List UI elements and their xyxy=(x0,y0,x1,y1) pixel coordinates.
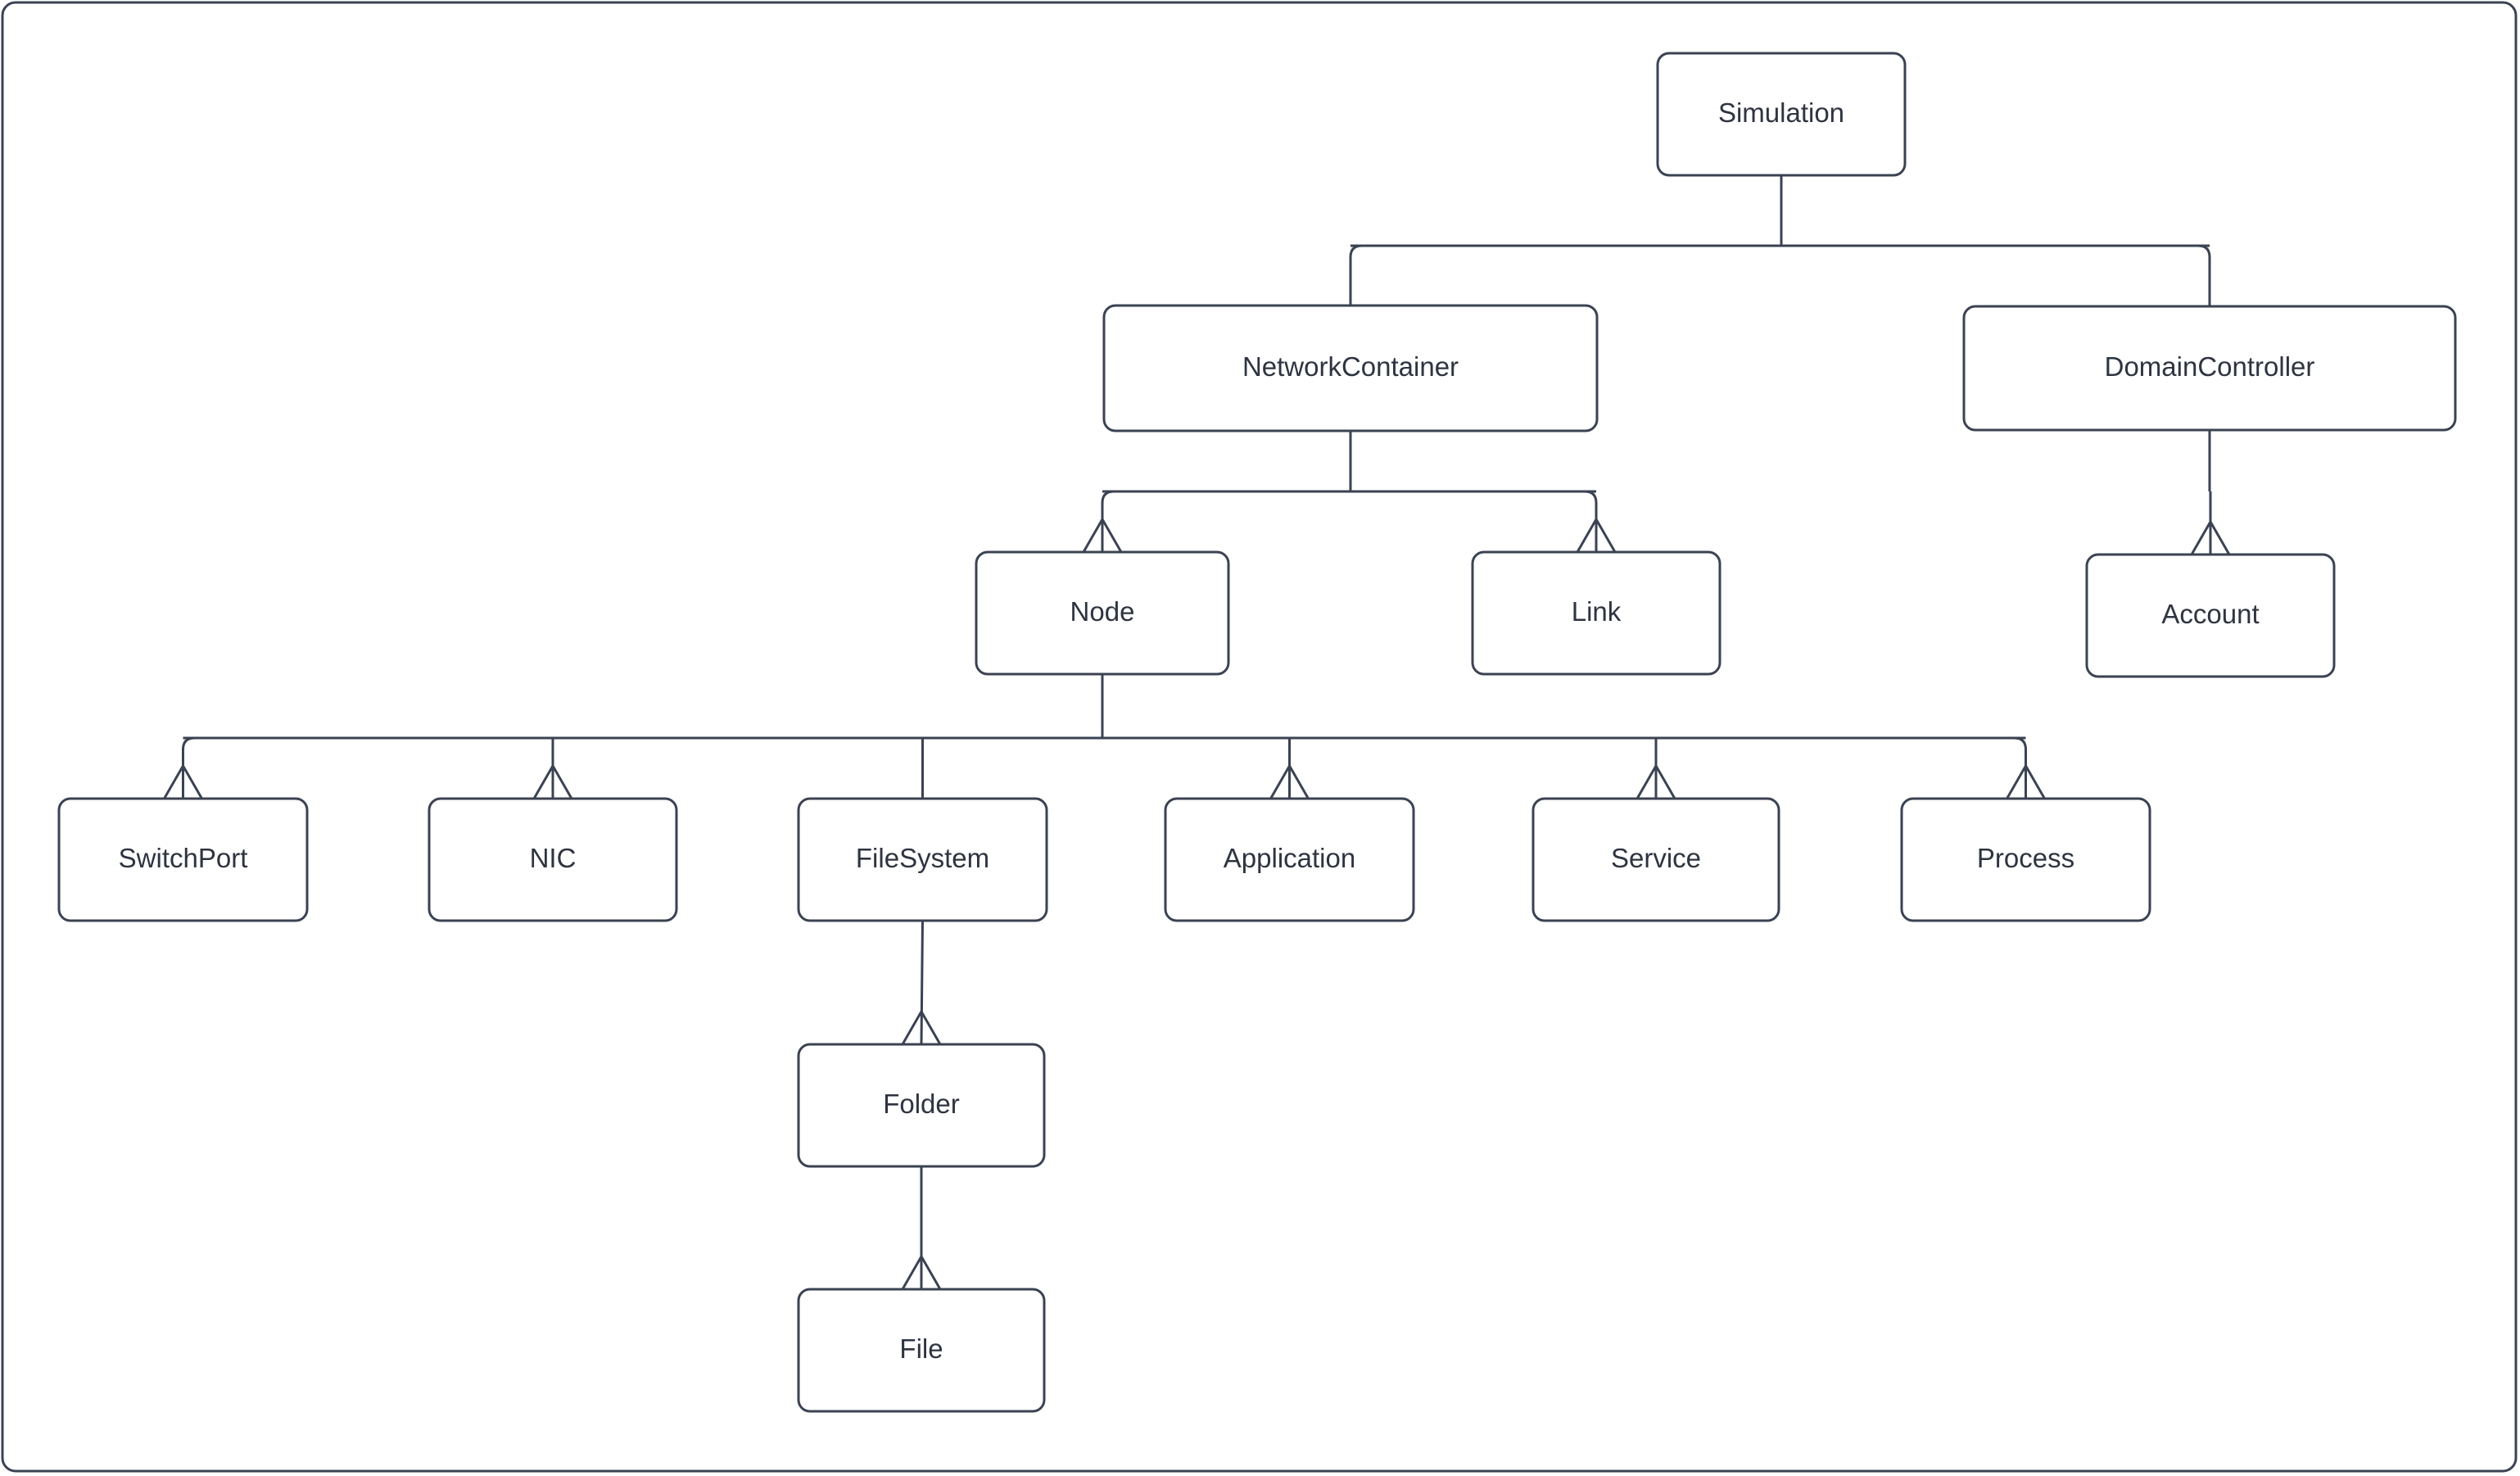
class-box-rect-domaincontroller[interactable] xyxy=(1962,305,2457,432)
generalization-arrow-domaincontroller-to-account xyxy=(2190,518,2231,555)
class-box-label-simulation: Simulation xyxy=(1718,97,1844,128)
class-box-label-nic: NIC xyxy=(530,843,577,873)
class-box-rect-simulation[interactable] xyxy=(1656,52,1907,177)
class-box-nic[interactable]: NIC xyxy=(428,797,678,922)
generalization-arrow-node-to-process xyxy=(2006,763,2046,799)
generalization-arrow-networkcontainer-to-node xyxy=(1082,516,1123,553)
edge-node-to-switchport xyxy=(182,736,195,799)
class-box-domaincontroller[interactable]: DomainController xyxy=(1962,305,2457,432)
class-box-label-switchport: SwitchPort xyxy=(119,843,248,873)
generalization-arrow-networkcontainer-to-link xyxy=(1576,516,1617,553)
generalization-arrow-node-to-application xyxy=(1269,763,1310,799)
class-box-node[interactable]: Node xyxy=(975,550,1230,676)
class-box-simulation[interactable]: Simulation xyxy=(1656,52,1907,177)
generalization-arrow-filesystem-to-folder xyxy=(901,1008,942,1045)
class-box-label-networkcontainer: NetworkContainer xyxy=(1242,351,1459,382)
generalization-arrow-node-to-service xyxy=(1636,763,1676,799)
edge-node-to-process xyxy=(2014,736,2027,799)
class-box-rect-account[interactable] xyxy=(2085,553,2336,678)
class-box-rect-filesystem[interactable] xyxy=(797,797,1048,922)
class-box-rect-folder[interactable] xyxy=(797,1043,1046,1168)
class-box-rect-nic[interactable] xyxy=(428,797,678,922)
edge-networkcontainer-to-link xyxy=(1584,490,1598,552)
class-box-label-application: Application xyxy=(1224,843,1355,873)
class-box-file[interactable]: File xyxy=(797,1288,1046,1413)
class-box-rect-process[interactable] xyxy=(1900,797,2151,922)
class-box-service[interactable]: Service xyxy=(1531,797,1780,922)
class-box-rect-node[interactable] xyxy=(975,550,1230,676)
class-box-label-process: Process xyxy=(1977,843,2074,873)
class-box-process[interactable]: Process xyxy=(1900,797,2151,922)
edge-simulation-to-networkcontainer xyxy=(1349,244,1363,306)
class-box-networkcontainer[interactable]: NetworkContainer xyxy=(1102,304,1599,432)
class-box-application[interactable]: Application xyxy=(1164,797,1415,922)
class-box-folder[interactable]: Folder xyxy=(797,1043,1046,1168)
class-box-rect-switchport[interactable] xyxy=(57,797,309,922)
class-box-rect-service[interactable] xyxy=(1531,797,1780,922)
class-box-rect-file[interactable] xyxy=(797,1288,1046,1413)
class-box-label-folder: Folder xyxy=(883,1089,960,1119)
edge-networkcontainer-to-node xyxy=(1101,490,1115,552)
class-box-label-node: Node xyxy=(1070,596,1135,627)
edges-layer xyxy=(163,175,2231,1290)
edge-filesystem-to-folder xyxy=(920,920,924,1045)
class-box-label-service: Service xyxy=(1611,843,1701,873)
class-box-account[interactable]: Account xyxy=(2085,553,2336,678)
class-box-filesystem[interactable]: FileSystem xyxy=(797,797,1048,922)
class-box-link[interactable]: Link xyxy=(1471,550,1721,676)
class-box-rect-networkcontainer[interactable] xyxy=(1102,304,1599,432)
generalization-arrow-folder-to-file xyxy=(901,1253,942,1290)
class-box-label-domaincontroller: DomainController xyxy=(2105,351,2315,382)
generalization-arrow-node-to-switchport xyxy=(163,763,203,799)
class-box-label-account: Account xyxy=(2161,599,2259,629)
class-box-switchport[interactable]: SwitchPort xyxy=(57,797,309,922)
class-box-rect-application[interactable] xyxy=(1164,797,1415,922)
class-box-label-link: Link xyxy=(1572,596,1622,627)
edge-simulation-to-domaincontroller xyxy=(2197,244,2211,306)
generalization-arrow-node-to-nic xyxy=(532,763,573,799)
class-box-rect-link[interactable] xyxy=(1471,550,1721,676)
class-box-label-file: File xyxy=(899,1333,943,1364)
class-box-label-filesystem: FileSystem xyxy=(856,843,989,873)
